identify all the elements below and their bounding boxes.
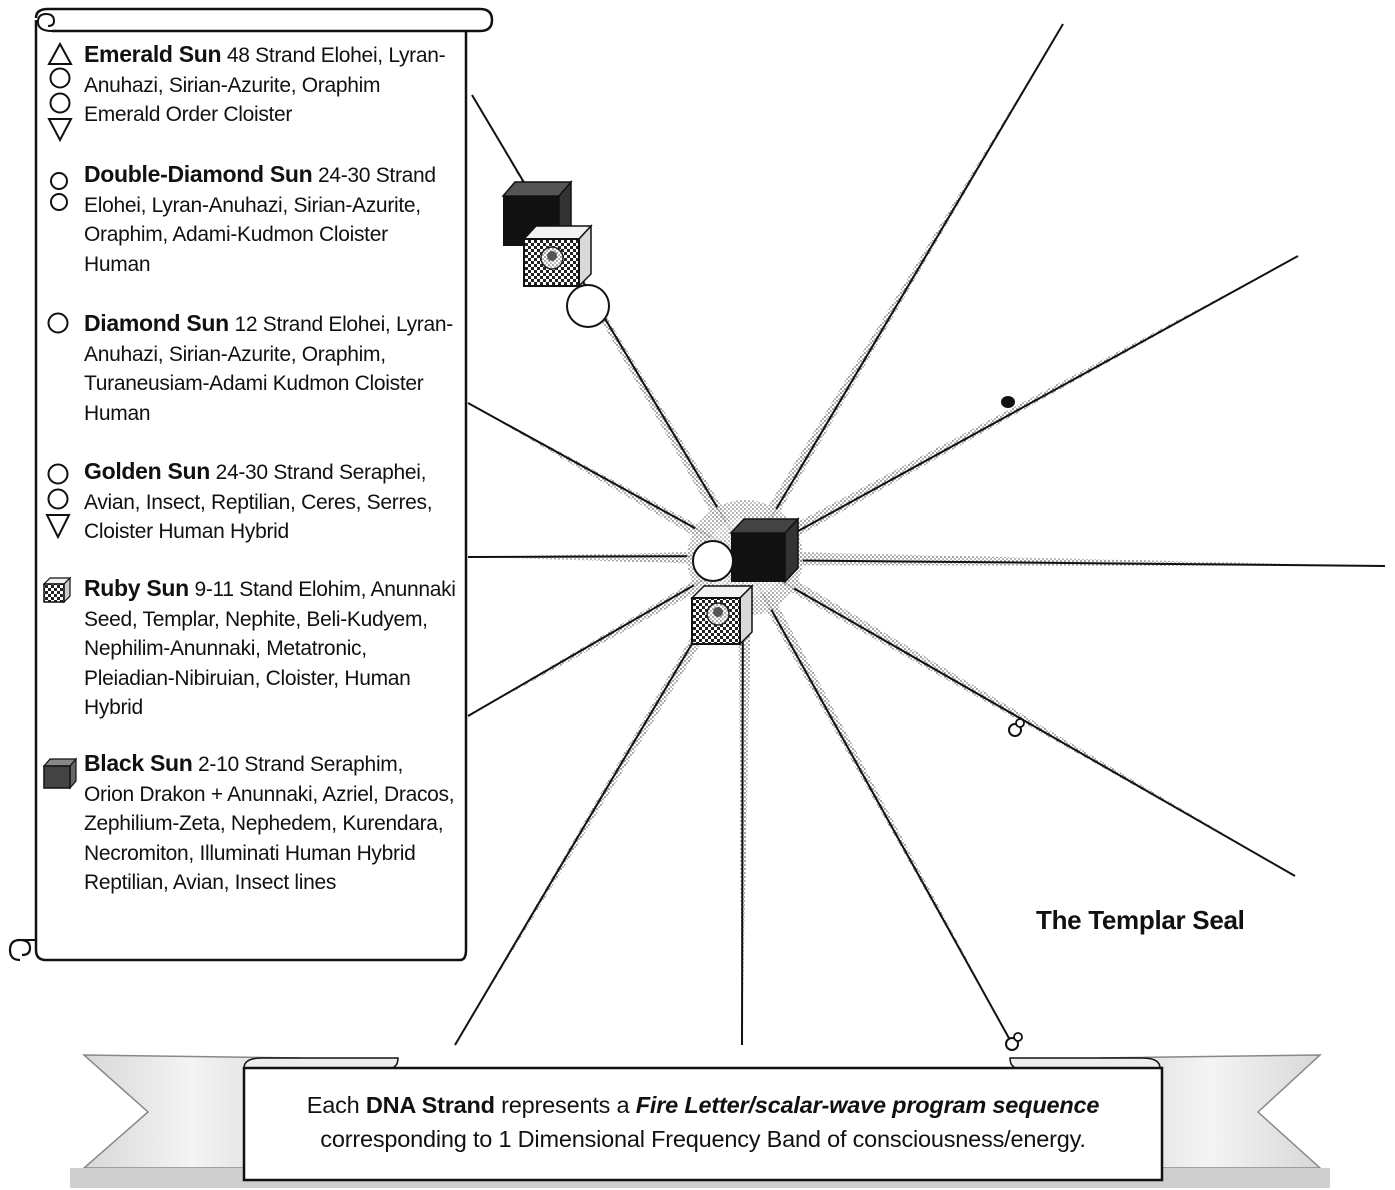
seal-ray-fill bbox=[468, 551, 746, 565]
ray-end-double-circle-icon bbox=[1005, 1032, 1023, 1051]
legend-entry-desc: 9-11 Stand Elohim, Anunnaki Seed, Templa… bbox=[84, 578, 456, 719]
banner-text-dna-strand: DNA Strand bbox=[365, 1092, 495, 1118]
seal-ray-fill bbox=[468, 403, 749, 565]
seal-ray-line bbox=[744, 558, 1386, 567]
legend-entry-desc: 48 Strand Elohei, Lyran-Anuhazi, Sirian-… bbox=[84, 44, 446, 126]
legend-scroll bbox=[8, 7, 494, 962]
seal-ray-line bbox=[742, 558, 1011, 1041]
banner-text-fire-letter: Fire Letter/scalar-wave program sequence bbox=[635, 1092, 1100, 1118]
legend-entry-name: Golden Sun bbox=[84, 458, 211, 484]
seal-ray-line bbox=[745, 23, 1064, 560]
diamond-sun-legend-icon bbox=[47, 312, 69, 334]
seal-ray-fill bbox=[738, 24, 1063, 562]
diamond-sun-circle-icon bbox=[566, 284, 610, 328]
ray-black-dot-icon bbox=[1001, 396, 1015, 408]
legend-entry-desc: 24-30 Strand Seraphei, Avian, Insect, Re… bbox=[84, 461, 433, 543]
legend-entry-name: Double-Diamond Sun bbox=[84, 161, 313, 187]
legend-entry-name: Ruby Sun bbox=[84, 575, 189, 601]
legend-entry-desc: 12 Strand Elohei, Lyran-Anuhazi, Sirian-… bbox=[84, 313, 453, 425]
emerald-sun-legend-icon bbox=[47, 41, 73, 143]
seal-ray-fill bbox=[741, 551, 1295, 876]
legend-entry-desc: 2-10 Strand Seraphim, Orion Drakon + Anu… bbox=[84, 753, 455, 894]
banner-caption: Each DNA Strand represents a Fire Letter… bbox=[248, 1088, 1158, 1156]
banner-text-line2: corresponding to 1 Dimensional Frequency… bbox=[320, 1126, 1086, 1152]
seal-ray-line bbox=[745, 255, 1299, 561]
legend-entry-name: Black Sun bbox=[84, 750, 193, 776]
banner-text-a: Each bbox=[306, 1092, 366, 1118]
seal-ray-line bbox=[743, 558, 1296, 877]
hub-black-cube-icon bbox=[729, 517, 800, 584]
double-diamond-sun-legend-icon bbox=[50, 172, 68, 211]
legend-entry-desc: 24-30 Strand Elohei, Lyran-Anuhazi, Siri… bbox=[84, 164, 436, 276]
hub-ruby-cube-icon bbox=[690, 584, 754, 646]
legend-entry-name: Diamond Sun bbox=[84, 310, 229, 336]
seal-rays bbox=[454, 23, 1386, 1046]
ruby-cube-icon bbox=[522, 224, 593, 288]
ruby-sun-legend-icon bbox=[42, 576, 72, 604]
legend-entry-name: Emerald Sun bbox=[84, 41, 222, 67]
seal-ray-fill bbox=[455, 554, 752, 1045]
ribbon-banner bbox=[70, 1054, 1330, 1188]
ray-small-double-circle-icon bbox=[1008, 718, 1025, 737]
golden-sun-legend-icon bbox=[45, 463, 71, 540]
hub-white-circle-icon bbox=[692, 540, 734, 582]
seal-ray-line bbox=[471, 94, 748, 558]
seal-title: The Templar Seal bbox=[1036, 905, 1245, 935]
banner-text-c: represents a bbox=[494, 1092, 636, 1118]
black-sun-legend-icon bbox=[42, 757, 78, 790]
